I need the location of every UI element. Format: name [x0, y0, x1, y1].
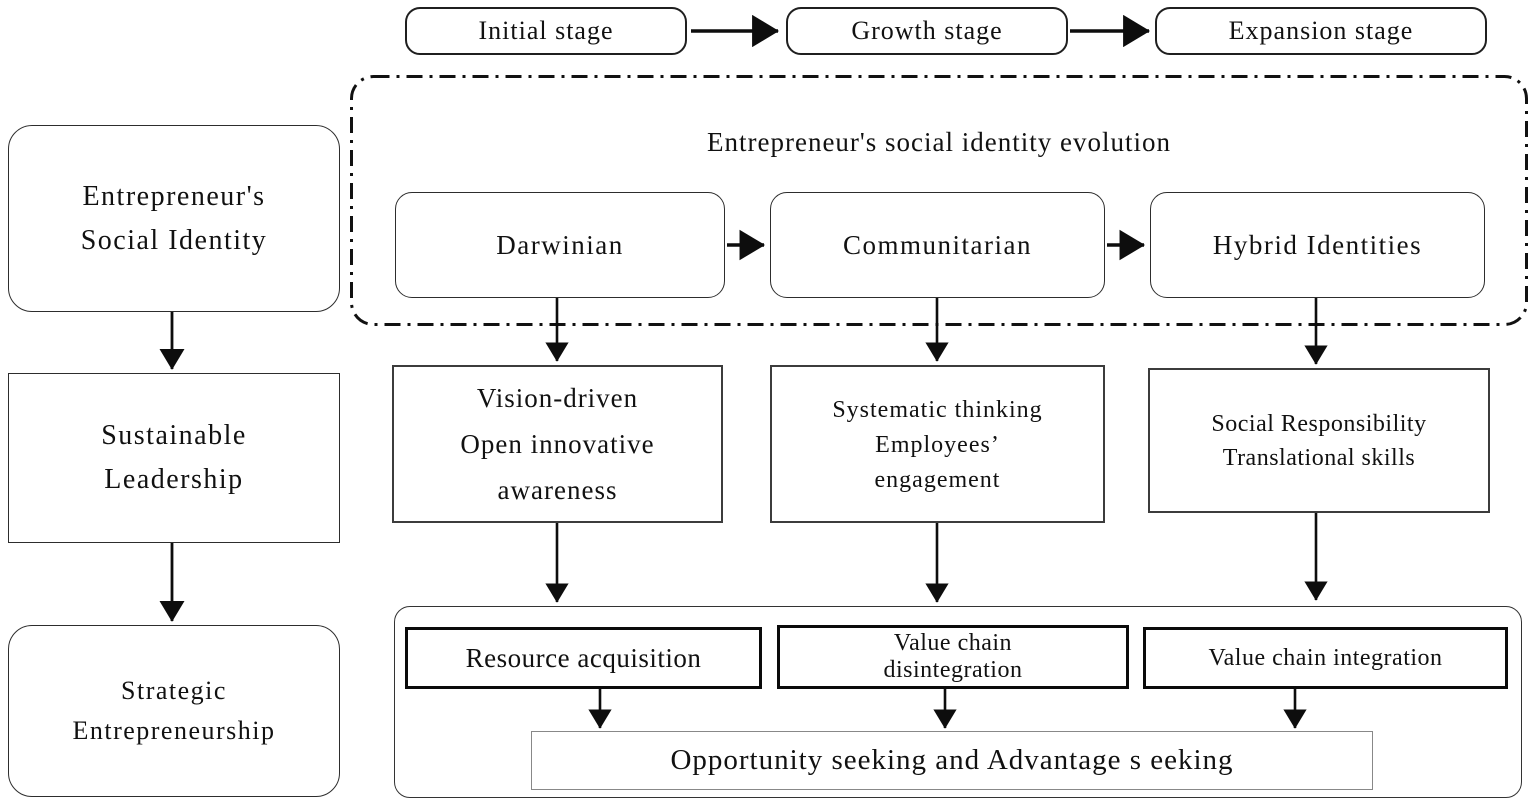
node-expansion-stage: Expansion stage — [1155, 7, 1487, 55]
node-value-chain-disintegration: Value chain disintegration — [777, 625, 1129, 689]
node-strategic-entrepreneurship: Strategic Entrepreneurship — [8, 625, 340, 797]
node-hybrid-identities: Hybrid Identities — [1150, 192, 1485, 298]
node-communitarian: Communitarian — [770, 192, 1105, 298]
node-resource-acquisition: Resource acquisition — [405, 627, 762, 689]
node-vision-driven-awareness: Vision-driven Open innovative awareness — [392, 365, 723, 523]
node-opportunity-advantage-seeking: Opportunity seeking and Advantage s eeki… — [531, 731, 1373, 790]
node-growth-stage: Growth stage — [786, 7, 1068, 55]
evolution-group-title: Entrepreneur's social identity evolution — [707, 126, 1171, 157]
node-systematic-thinking-engagement: Systematic thinking Employees’ engagemen… — [770, 365, 1105, 523]
node-sustainable-leadership: Sustainable Leadership — [8, 373, 340, 543]
node-darwinian: Darwinian — [395, 192, 725, 298]
outcome-group-container — [394, 606, 1522, 798]
node-social-responsibility-skills: Social Responsibility Translational skil… — [1148, 368, 1490, 513]
node-value-chain-integration: Value chain integration — [1143, 627, 1508, 689]
node-initial-stage: Initial stage — [405, 7, 687, 55]
node-entrepreneurs-social-identity: Entrepreneur's Social Identity — [8, 125, 340, 312]
